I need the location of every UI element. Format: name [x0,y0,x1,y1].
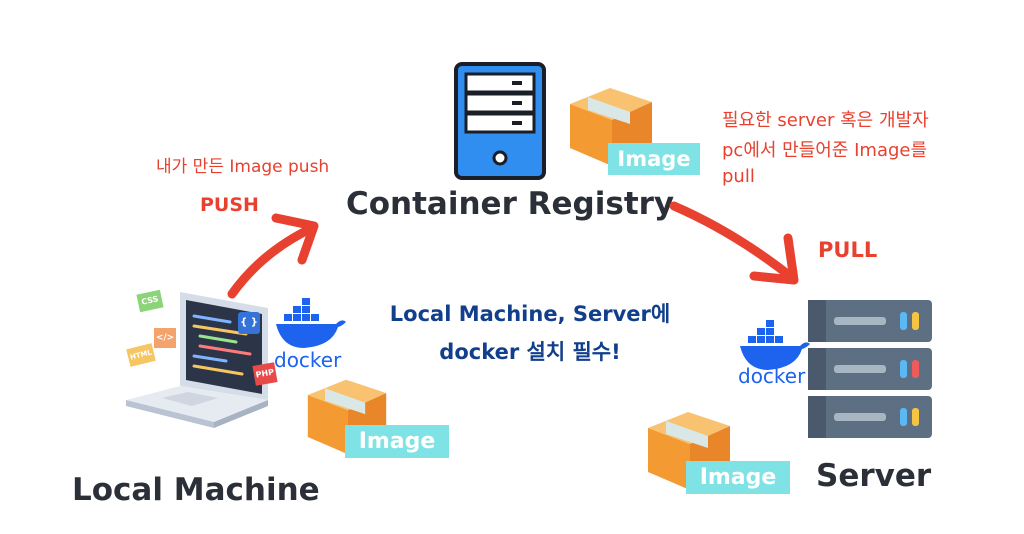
pull-note-line-1: 필요한 server 혹은 개발자 [722,110,929,131]
pull-note-line-2: pc에서 만들어준 Image를 [722,140,928,161]
center-note-line-2: docker 설치 필수! [439,340,621,364]
braces-badge: { } [238,312,260,334]
package-box-icon [648,412,730,490]
image-tag: Image [608,143,700,175]
center-note-line-1: Local Machine, Server에 [389,302,671,326]
image-tag: Image [345,425,449,458]
server-rack-icon [808,300,932,438]
docker-wordmark: docker [738,364,806,388]
server-tower-icon [454,62,546,180]
local-machine-title: Local Machine [72,472,320,508]
registry-title: Container Registry [346,186,675,222]
code-badge: </> [154,328,176,348]
push-label: PUSH [200,194,259,216]
docker-whale-icon [740,320,810,370]
pull-label: PULL [818,238,878,262]
docker-whale-icon [276,298,346,348]
push-note: 내가 만든 Image push [156,157,330,177]
image-tag: Image [686,461,790,494]
docker-wordmark: docker [274,348,342,372]
pull-note-line-3: pull [722,166,755,187]
server-title: Server [816,458,932,494]
